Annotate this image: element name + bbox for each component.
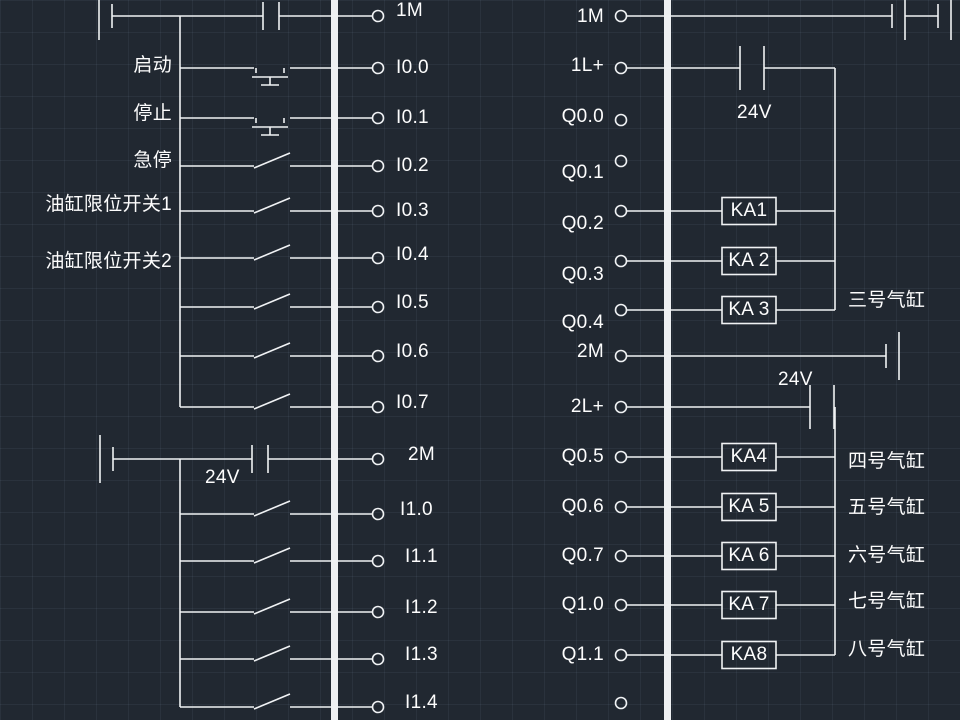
relay-label: KA1 (722, 200, 776, 222)
input-row (180, 702, 384, 713)
output-terminal-label: Q0.0 (520, 106, 604, 128)
input-terminal-label: I0.6 (396, 341, 429, 363)
plc-right-boundary (664, 0, 671, 720)
input-terminal-label: I1.1 (405, 546, 438, 568)
output-terminal-label: Q0.4 (520, 312, 604, 334)
input-terminal-label: I1.2 (405, 597, 438, 619)
output-terminal-label: Q0.1 (520, 162, 604, 184)
relay-label: KA 5 (722, 496, 776, 518)
input-terminal-label: I0.2 (396, 155, 429, 177)
cylinder-label: 五号气缸 (848, 497, 925, 519)
power-source-24v-bottom (810, 385, 834, 429)
contact-symbol (254, 153, 290, 168)
input-terminal-label: I0.1 (396, 107, 429, 129)
input-terminal-label: I0.0 (396, 57, 429, 79)
input-terminal-circle (373, 454, 384, 465)
input-terminal-label: I1.0 (400, 499, 433, 521)
input-row (180, 206, 384, 217)
output-terminal-circle (616, 115, 627, 126)
input-row (180, 302, 384, 313)
output-terminal-label: 2L+ (520, 396, 604, 418)
output-terminal-label: 1M (520, 6, 604, 28)
battery-symbol-mid-left (100, 435, 113, 483)
input-row (180, 63, 384, 74)
output-terminal-label: 2M (520, 341, 604, 363)
output-terminal-circle (616, 156, 627, 167)
cylinder-label: 三号气缸 (848, 290, 925, 312)
input-terminal-circle (373, 11, 384, 22)
input-group-2 (100, 435, 384, 713)
output-terminal-label: Q0.3 (520, 264, 604, 286)
supply-contact-symbol (252, 445, 268, 473)
input-terminal-label: I0.4 (396, 244, 429, 266)
supply-contact-symbol (263, 2, 279, 30)
input-device-label: 急停 (14, 150, 172, 172)
battery-symbol-top-right (892, 0, 905, 40)
input-device-label: 油缸限位开关1 (14, 194, 172, 216)
battery-symbol-top-left (99, 0, 112, 40)
contact-symbol (254, 198, 290, 213)
output-terminal-label: Q0.6 (520, 496, 604, 518)
cylinder-label: 六号气缸 (848, 545, 925, 567)
contact-symbol (254, 694, 290, 709)
voltage-label: 24V (778, 369, 813, 391)
input-row (180, 607, 384, 618)
pushbutton-symbol-stop (252, 118, 288, 135)
input-row (180, 509, 384, 520)
voltage-label: 24V (205, 467, 240, 489)
battery-symbol-top-right-2 (938, 0, 951, 40)
relay-label: KA4 (722, 446, 776, 468)
cylinder-label: 四号气缸 (848, 451, 925, 473)
input-device-label: 启动 (14, 55, 172, 77)
relay-label: KA 6 (722, 545, 776, 567)
contact-symbol (254, 343, 290, 358)
input-row (180, 113, 384, 124)
input-row (180, 161, 384, 172)
output-terminal-circle (616, 63, 627, 74)
output-terminal-circle (616, 402, 627, 413)
output-terminal-label: Q1.0 (520, 594, 604, 616)
battery-symbol-mid-right (886, 332, 899, 380)
contact-symbol (254, 646, 290, 661)
relay-label: KA8 (722, 644, 776, 666)
input-terminal-label: I0.7 (396, 392, 429, 414)
input-device-label: 停止 (14, 103, 172, 125)
input-row (180, 654, 384, 665)
output-terminal-label: Q1.1 (520, 644, 604, 666)
input-row (180, 402, 384, 413)
input-terminal-label: I0.3 (396, 200, 429, 222)
voltage-label: 24V (737, 102, 772, 124)
relay-label: KA 2 (722, 250, 776, 272)
cylinder-label: 八号气缸 (848, 639, 925, 661)
input-terminal-label: 1M (396, 0, 423, 22)
input-terminal-label: I0.5 (396, 292, 429, 314)
contact-symbol (254, 294, 290, 309)
relay-label: KA 3 (722, 299, 776, 321)
input-row (180, 253, 384, 264)
input-terminal-label: 2M (408, 444, 435, 466)
cylinder-label: 七号气缸 (848, 591, 925, 613)
contact-symbol (254, 599, 290, 614)
input-row (180, 351, 384, 362)
contact-symbol (254, 548, 290, 563)
contact-symbol (254, 245, 290, 260)
power-source-24v-top (740, 46, 764, 90)
input-terminal-label: I1.3 (405, 644, 438, 666)
input-device-label: 油缸限位开关2 (14, 251, 172, 273)
output-terminal-circle (616, 11, 627, 22)
pushbutton-symbol-start (252, 68, 288, 85)
output-terminal-circle (616, 698, 627, 709)
input-row (180, 556, 384, 567)
output-terminal-label: Q0.5 (520, 446, 604, 468)
relay-label: KA 7 (722, 594, 776, 616)
output-terminal-label: 1L+ (520, 55, 604, 77)
output-terminal-label: Q0.2 (520, 213, 604, 235)
output-terminal-circle (616, 351, 627, 362)
output-terminal-label: Q0.7 (520, 545, 604, 567)
contact-symbol (254, 394, 290, 409)
input-terminal-label: I1.4 (405, 692, 438, 714)
contact-symbol (254, 501, 290, 516)
